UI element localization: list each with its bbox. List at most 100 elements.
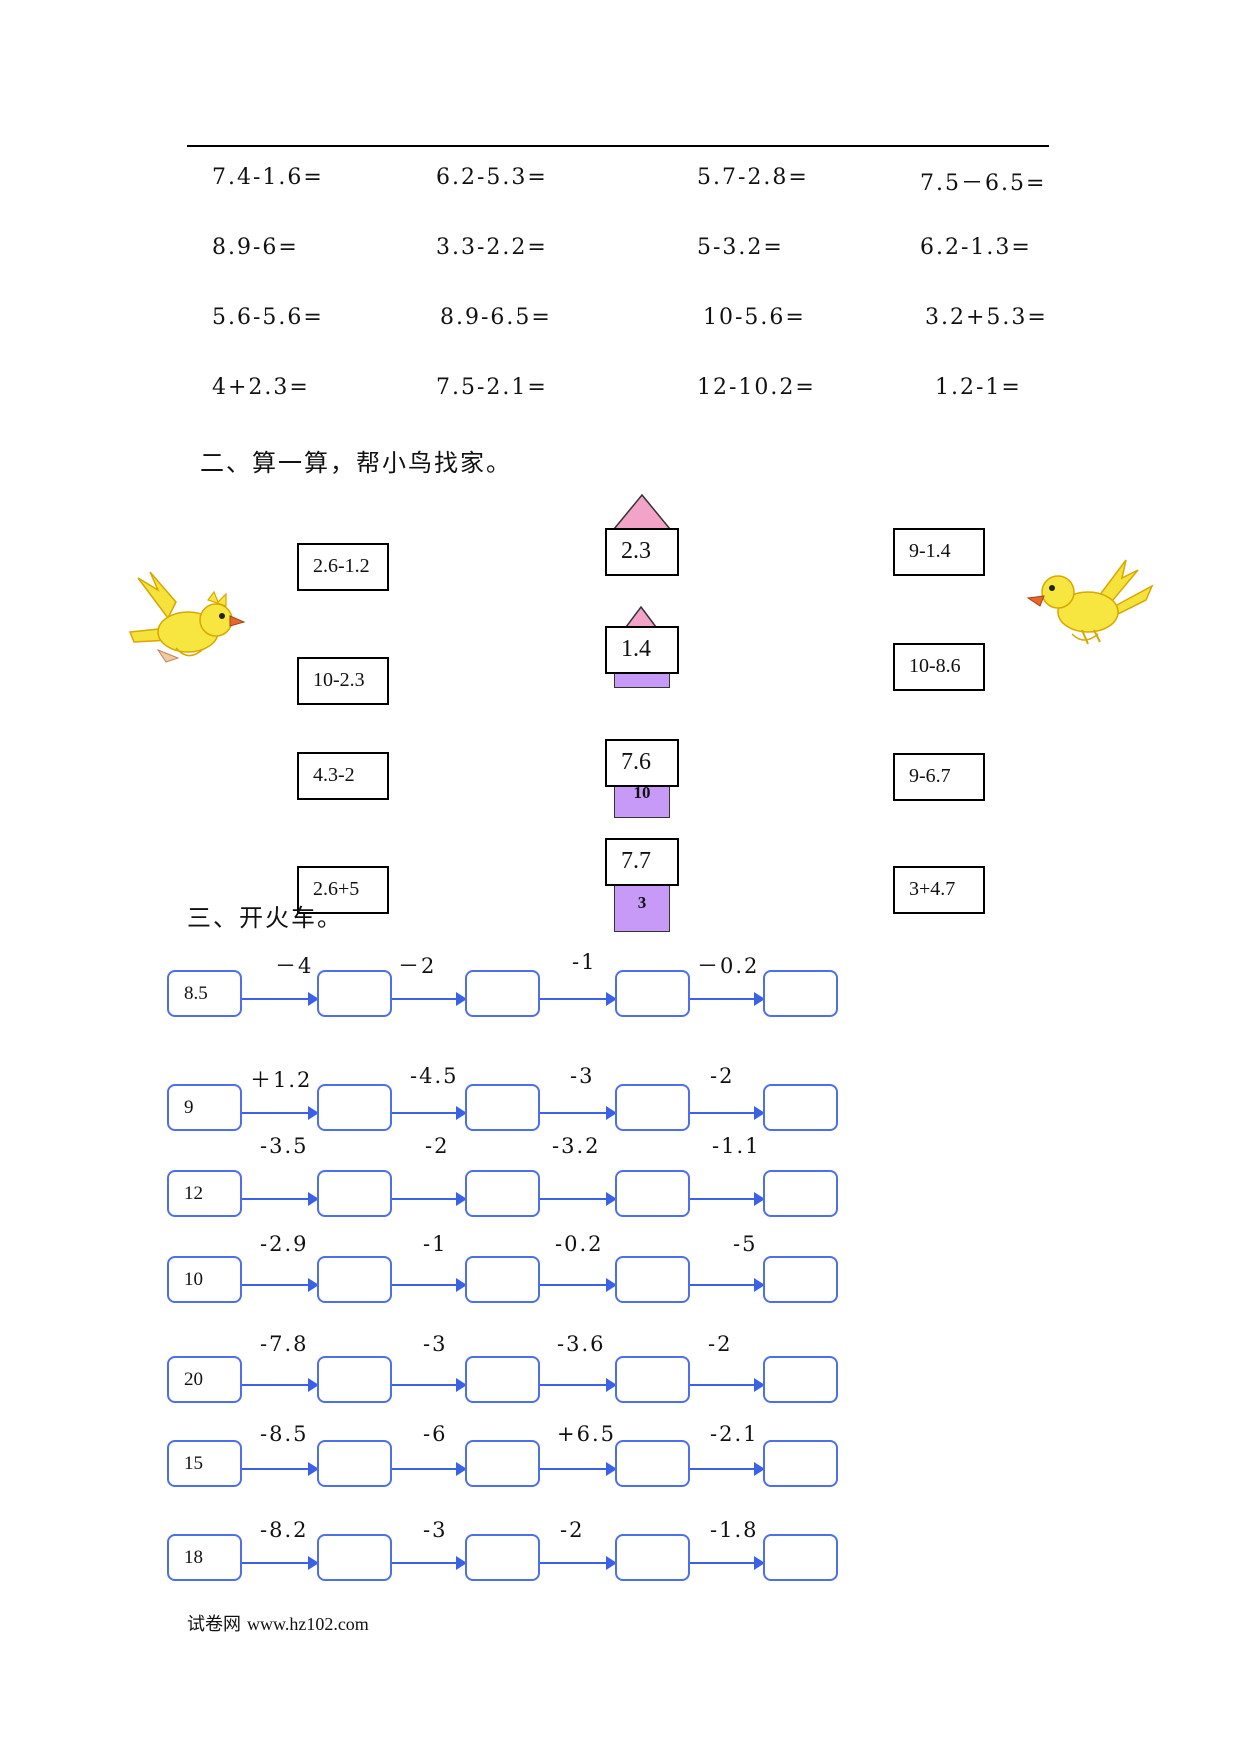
train-operation: -2.9: [260, 1232, 309, 1256]
train-operation: -1: [572, 950, 597, 974]
house-answer: 7.6: [605, 739, 679, 787]
train-answer-box[interactable]: [465, 1170, 540, 1217]
train-answer-box[interactable]: [763, 1256, 838, 1303]
arrow-icon: [540, 1378, 617, 1392]
expression-box: 3+4.7: [893, 866, 985, 914]
train-operation: -3: [423, 1518, 448, 1542]
train-answer-box[interactable]: [317, 1534, 392, 1581]
train-operation: +6.5: [557, 1422, 616, 1446]
train-answer-box[interactable]: [763, 1534, 838, 1581]
problem: 10-5.6=: [703, 305, 806, 330]
train-operation: -8.2: [260, 1518, 309, 1542]
problem: 5.6-5.6=: [212, 305, 324, 330]
arrow-icon: [392, 1192, 467, 1206]
problem: 8.9-6=: [212, 235, 299, 260]
train-answer-box[interactable]: [317, 1084, 392, 1131]
arrow-icon: [690, 992, 765, 1006]
arrow-icon: [242, 1378, 319, 1392]
expression-box: 10-8.6: [893, 643, 985, 691]
train-operation: -2: [710, 1064, 735, 1088]
bird-icon: [1026, 559, 1154, 645]
train-answer-box[interactable]: [615, 1170, 690, 1217]
train-answer-box[interactable]: [763, 1440, 838, 1487]
problem: 7.5-2.1=: [436, 375, 548, 400]
train-answer-box[interactable]: [317, 1256, 392, 1303]
problem: 3.3-2.2=: [436, 235, 548, 260]
expression-box: 4.3-2: [297, 752, 389, 800]
arrow-icon: [690, 1462, 765, 1476]
train-operation: －0.2: [697, 954, 760, 978]
train-operation: -4.5: [410, 1064, 459, 1088]
problem: 3.2+5.3=: [925, 305, 1048, 330]
train-answer-box[interactable]: [763, 1170, 838, 1217]
train-answer-box[interactable]: [763, 1356, 838, 1403]
train-answer-box[interactable]: [465, 970, 540, 1017]
expression-box: 2.6+5: [297, 866, 389, 914]
arrow-icon: [392, 1106, 467, 1120]
footer-url[interactable]: www.hz102.com: [247, 1614, 369, 1634]
section-2-title: 二、算一算，帮小鸟找家。: [200, 449, 512, 477]
train-answer-box[interactable]: [615, 970, 690, 1017]
arrow-icon: [392, 1278, 467, 1292]
arrow-icon: [392, 1378, 467, 1392]
problem: 5-3.2=: [697, 235, 784, 260]
train-row: 10 -2.9 -1 -0.2 -5: [0, 1232, 1240, 1332]
train-row: 18 -8.2 -3 -2 -1.8: [0, 1518, 1240, 1626]
train-row: 12 -3.5 -2 -3.2 -1.1: [0, 1126, 1240, 1226]
train-answer-box[interactable]: [317, 1440, 392, 1487]
train-operation: －4: [275, 954, 314, 978]
arrow-icon: [392, 1556, 467, 1570]
arrow-icon: [392, 992, 467, 1006]
expression-box: 9-1.4: [893, 528, 985, 576]
bird-icon: [128, 571, 246, 663]
train-operation: -6: [423, 1422, 448, 1446]
train-operation: -5: [733, 1232, 758, 1256]
train-operation: -7.8: [260, 1332, 309, 1356]
arrow-icon: [690, 1106, 765, 1120]
train-operation: -3.2: [552, 1134, 601, 1158]
train-operation: －2: [398, 954, 437, 978]
house-roof: [612, 494, 672, 530]
train-operation: -8.5: [260, 1422, 309, 1446]
train-answer-box[interactable]: [317, 1170, 392, 1217]
train-start-box: 15: [167, 1440, 242, 1487]
train-answer-box[interactable]: [615, 1440, 690, 1487]
train-start-box: 12: [167, 1170, 242, 1217]
train-start-box: 20: [167, 1356, 242, 1403]
train-row: 15 -8.5 -6 +6.5 -2.1: [0, 1422, 1240, 1532]
train-answer-box[interactable]: [615, 1256, 690, 1303]
arrow-icon: [540, 1462, 617, 1476]
problem: 12-10.2=: [697, 375, 816, 400]
arrow-icon: [690, 1192, 765, 1206]
house-roof: [625, 606, 657, 628]
train-operation: -2: [560, 1518, 585, 1542]
train-answer-box[interactable]: [763, 1084, 838, 1131]
train-answer-box[interactable]: [763, 970, 838, 1017]
train-answer-box[interactable]: [317, 970, 392, 1017]
arrow-icon: [540, 1556, 617, 1570]
arrow-icon: [540, 1278, 617, 1292]
arrow-icon: [242, 1278, 319, 1292]
arrow-icon: [392, 1462, 467, 1476]
train-operation: -3: [570, 1064, 595, 1088]
train-answer-box[interactable]: [465, 1084, 540, 1131]
house-answer: 1.4: [605, 626, 679, 674]
train-operation: -1: [423, 1232, 448, 1256]
train-answer-box[interactable]: [465, 1256, 540, 1303]
problem: 6.2-5.3=: [436, 165, 548, 190]
arrow-icon: [242, 1106, 319, 1120]
train-answer-box[interactable]: [465, 1356, 540, 1403]
arrow-icon: [242, 1192, 319, 1206]
arrow-icon: [540, 1106, 617, 1120]
train-answer-box[interactable]: [615, 1534, 690, 1581]
train-row: 8.5 －4 －2 -1 －0.2: [0, 950, 1240, 1050]
train-answer-box[interactable]: [615, 1356, 690, 1403]
train-start-box: 9: [167, 1084, 242, 1131]
train-answer-box[interactable]: [465, 1440, 540, 1487]
train-answer-box[interactable]: [465, 1534, 540, 1581]
problem: 8.9-6.5=: [440, 305, 552, 330]
train-start-box: 10: [167, 1256, 242, 1303]
section-3-title: 三、开火车。: [187, 904, 343, 932]
train-answer-box[interactable]: [317, 1356, 392, 1403]
train-answer-box[interactable]: [615, 1084, 690, 1131]
